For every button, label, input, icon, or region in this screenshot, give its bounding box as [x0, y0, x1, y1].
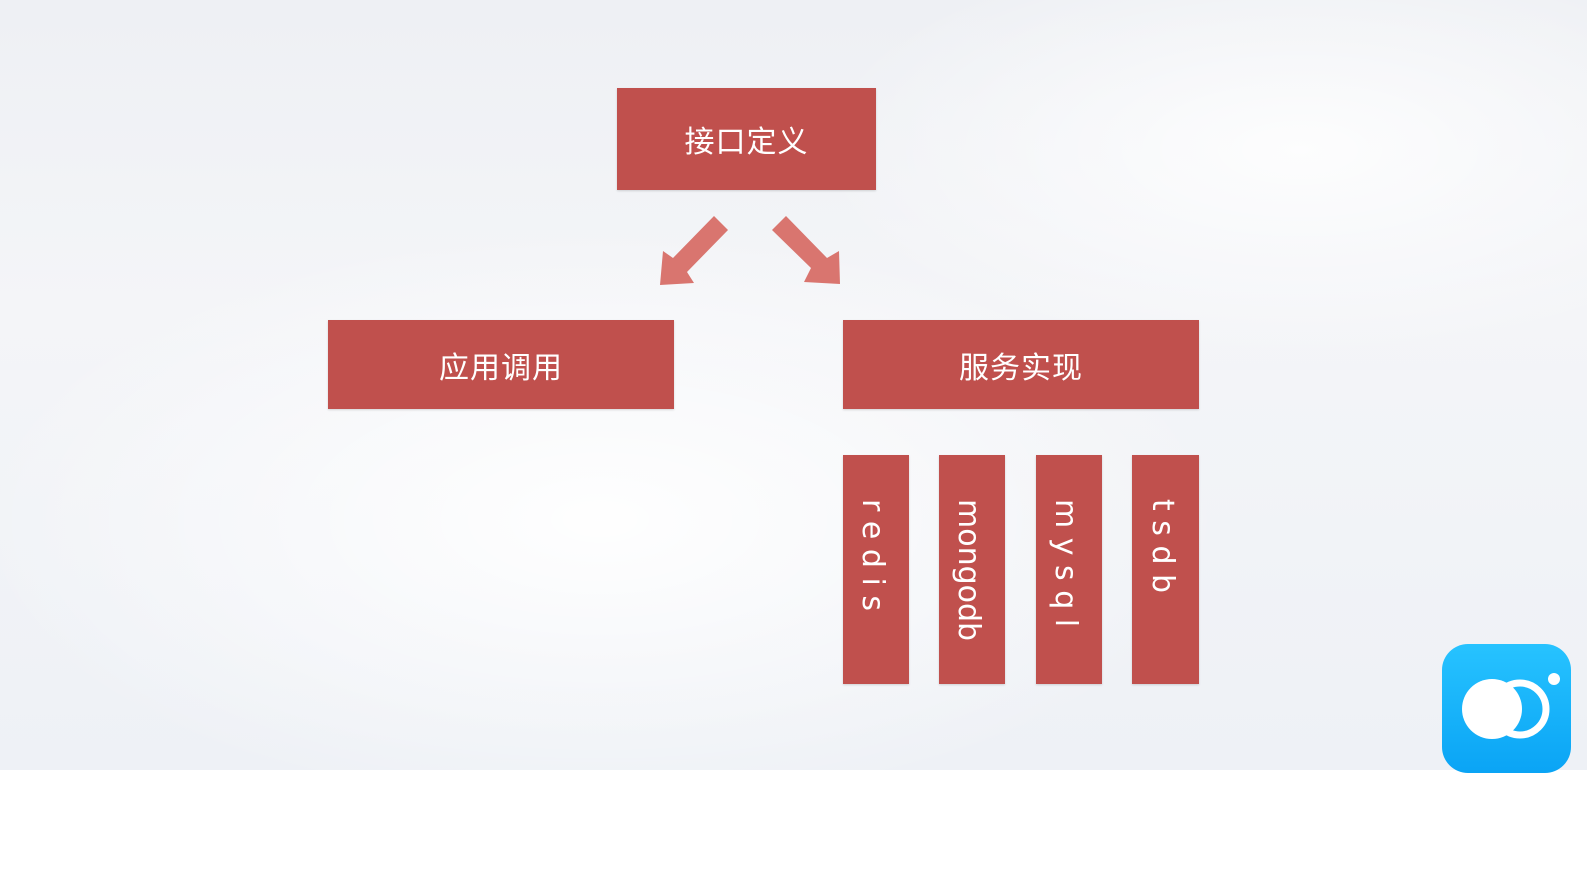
arrow-down-left — [660, 216, 728, 285]
box-service-implementation: 服务实现 — [843, 320, 1199, 409]
bottom-blank-area — [0, 770, 1587, 892]
impl-label-mongodb: mongodb — [951, 499, 986, 642]
app-logo-icon[interactable] — [1442, 644, 1571, 773]
impl-label-redis: r e d i s — [855, 499, 890, 611]
box-interface-definition-label: 接口定义 — [684, 125, 809, 160]
box-application-call: 应用调用 — [328, 320, 674, 409]
box-application-call-label: 应用调用 — [439, 350, 563, 386]
arrow-down-right — [772, 216, 840, 284]
impl-box-mongodb: mongodb — [939, 455, 1005, 684]
impl-box-mysql: m y s q l — [1036, 455, 1102, 684]
impl-box-tsdb: t s d b — [1132, 455, 1199, 684]
slide-canvas: 接口定义 应用调用 服务实现 r e d i s mongodb m y s q… — [0, 0, 1587, 770]
app-logo-glyph — [1462, 673, 1560, 739]
impl-box-redis: r e d i s — [843, 455, 909, 684]
arrows-layer — [660, 216, 840, 285]
impl-label-tsdb: t s d b — [1144, 499, 1180, 594]
impl-label-mysql: m y s q l — [1048, 499, 1083, 628]
box-service-implementation-label: 服务实现 — [959, 350, 1083, 386]
box-interface-definition: 接口定义 — [617, 88, 876, 190]
